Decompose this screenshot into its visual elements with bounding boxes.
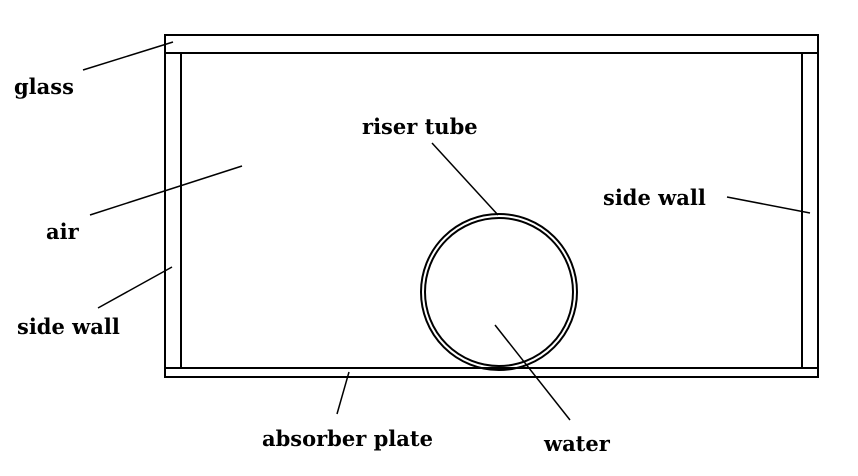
leader-air [89, 165, 243, 216]
leader-water [494, 324, 571, 421]
label-water: water [543, 431, 611, 456]
riser-tube-outer [420, 213, 578, 371]
collector-frame [164, 34, 819, 378]
leader-absorber-plate [336, 371, 350, 415]
leader-glass [82, 41, 174, 71]
label-air: air [46, 219, 80, 244]
leader-side-wall-right [726, 196, 811, 214]
label-absorber-plate: absorber plate [262, 426, 433, 451]
label-side-wall-right: side wall [603, 185, 706, 210]
label-riser-tube: riser tube [362, 114, 478, 139]
label-side-wall-left: side wall [17, 314, 120, 339]
riser-tube-inner [424, 217, 574, 367]
leader-side-wall-left [97, 266, 173, 309]
leader-riser-tube [431, 142, 499, 216]
label-glass: glass [14, 74, 74, 99]
